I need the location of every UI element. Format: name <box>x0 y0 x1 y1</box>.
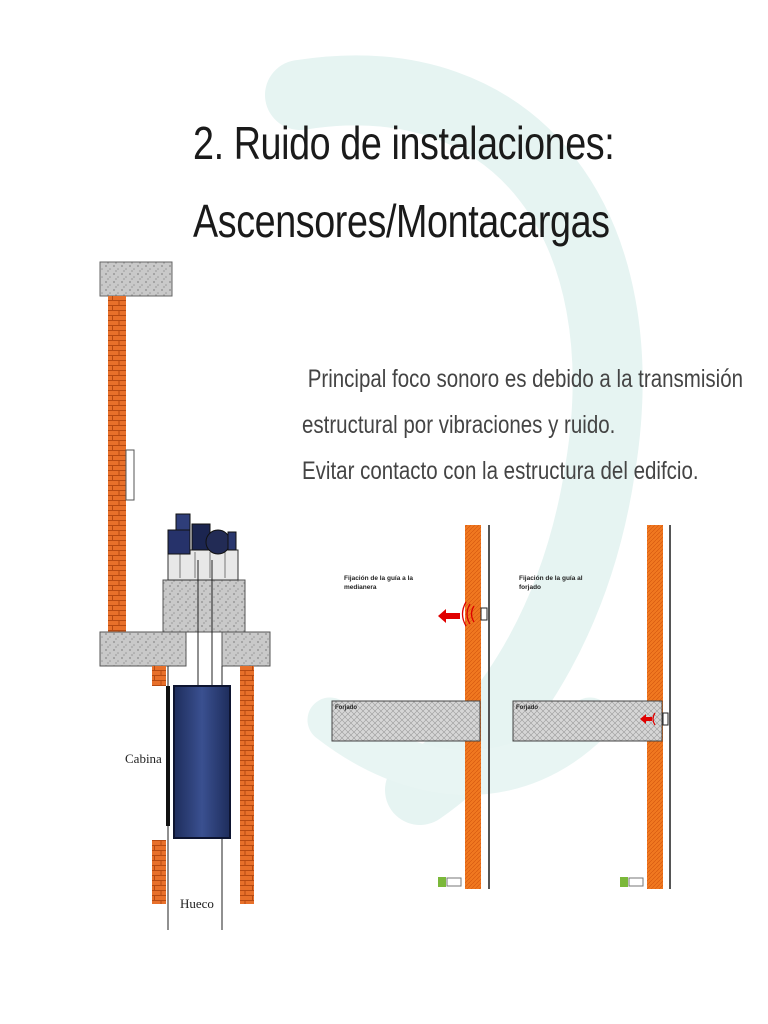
body-line-1: Principal foco sonoro es debido a la tra… <box>302 365 743 393</box>
lower-slab-right <box>221 631 271 667</box>
shaft-left-wall-upper <box>152 666 166 686</box>
slide-body-text: Principal foco sonoro es debido a la tra… <box>302 356 743 494</box>
top-slab <box>99 261 173 297</box>
left-brick-wall <box>108 296 126 632</box>
detail-right-logo <box>620 877 628 887</box>
slide-title-line-2: Ascensores/Montacargas <box>193 195 610 247</box>
slide-title-line-1: 2. Ruido de instalaciones: <box>193 117 615 169</box>
detail-guide-to-slab: Fijación de la guía al forjado Forjado <box>512 525 671 889</box>
detail-right-caption-line-1: Fijación de la guía al <box>519 575 583 582</box>
detail-left-caption-line-2: medianera <box>344 584 377 591</box>
detail-left-logo <box>438 877 446 887</box>
detail-left-caption-line-1: Fijación de la guía a la <box>344 575 413 582</box>
body-line-3: Evitar contacto con la estructura del ed… <box>302 457 699 485</box>
shaft-right-wall <box>240 666 254 904</box>
arrow-left-icon <box>438 609 460 623</box>
slide-title: 2. Ruido de instalaciones: Ascensores/Mo… <box>193 104 652 260</box>
detail-left-slab <box>331 700 481 742</box>
shaft-left-wall-lower <box>152 840 166 904</box>
arrow-right-detail-icon <box>640 714 652 724</box>
elevator-section-diagram: Cabina Hueco <box>99 261 271 930</box>
detail-left-slab-label: Forjado <box>335 705 357 711</box>
detail-right-slab-label: Forjado <box>516 705 538 711</box>
label-hueco: Hueco <box>180 896 214 911</box>
body-line-2: estructural por vibraciones y ruido. <box>302 411 616 439</box>
elevator-cabin <box>173 685 231 839</box>
lower-slab-left <box>99 631 187 667</box>
label-cabina: Cabina <box>125 751 162 766</box>
elevator-motor <box>167 513 239 581</box>
wall-fixture <box>125 449 135 501</box>
detail-right-slab <box>512 700 663 742</box>
detail-right-caption-line-2: forjado <box>519 584 541 591</box>
detail-guide-to-party-wall: Fijación de la guía a la medianera Forja… <box>331 525 490 889</box>
machine-base <box>162 579 246 633</box>
